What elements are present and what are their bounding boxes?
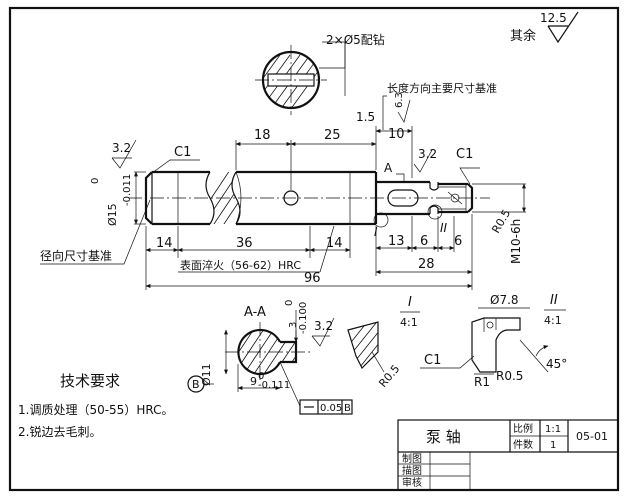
dim-13: 13: [388, 234, 405, 249]
dim-9-tol: -0.111: [258, 380, 290, 391]
rest-roughness-label: 其余: [510, 28, 536, 44]
dim-dia15: Ø15: [106, 203, 119, 226]
scale-value: 1:1: [545, 424, 561, 435]
dim-6-b: 6: [454, 234, 462, 249]
detail-ii-r1: R1: [474, 375, 490, 389]
checked-by-label: 审核: [402, 476, 422, 489]
dim-1-5: 1.5: [356, 110, 375, 124]
ra-3-2-right: 3.2: [418, 147, 437, 161]
dim-14-left: 14: [156, 236, 173, 251]
rest-roughness-value: 12.5: [540, 11, 567, 25]
runout-datum: B: [344, 403, 351, 414]
detail-i-scale: 4:1: [400, 316, 418, 329]
detail-ii-title: II: [550, 293, 558, 308]
detail-i-r05: R0.5: [376, 362, 402, 390]
detail-ii-scale: 4:1: [544, 314, 562, 327]
dim-9: 9: [250, 375, 257, 388]
angle-45: 45°: [546, 357, 567, 371]
qty-value: 1: [550, 440, 556, 451]
section-label: A-A: [244, 305, 266, 320]
dim-28: 28: [418, 257, 435, 272]
part-name: 泵 轴: [426, 428, 461, 446]
drawn-by-label: 制图: [402, 452, 422, 465]
section-a-mark: A: [384, 161, 393, 175]
datum-note: 长度方向主要尺寸基准: [387, 81, 497, 95]
dim-dia11: Ø11: [200, 363, 213, 386]
tech-requirements-heading: 技术要求: [60, 372, 120, 390]
dim-25: 25: [324, 128, 341, 143]
dim-18: 18: [254, 128, 271, 143]
detail-ii-r05: R0.5: [496, 369, 523, 383]
traced-by-label: 描图: [402, 464, 422, 477]
runout-frame: [299, 399, 353, 415]
dim-3-tol: -0.100: [298, 302, 309, 334]
ra-3-2-left: 3.2: [112, 141, 131, 155]
detail-i-title: I: [408, 295, 412, 310]
roughness-symbol: [547, 11, 579, 44]
chamfer-c1-left: C1: [174, 145, 191, 160]
dim-dia7-8: Ø7.8: [490, 293, 519, 307]
shaft-main-view: [128, 170, 490, 228]
title-block: 泵 轴 比例 1:1 件数 1 05-01 制图 描图 审核: [397, 419, 619, 491]
end-view-top: [255, 41, 346, 115]
dim-3: 3: [288, 322, 299, 328]
detail-i-label: I: [374, 225, 378, 239]
detail-i-circle: [373, 212, 389, 228]
dim-10: 10: [388, 127, 405, 142]
drawing-number: 05-01: [576, 430, 608, 443]
detail-ii-view: II 4:1 Ø7.8 C1 R1 R0.5 45°: [420, 293, 567, 389]
dim-dia15-tol: -0.011: [122, 174, 133, 206]
dim-9-tol0: 0: [258, 371, 264, 382]
detail-ii-circle: [427, 204, 443, 220]
chamfer-c1-right: C1: [456, 147, 473, 162]
dim-m10: M10-6h: [509, 219, 523, 264]
dim-36: 36: [236, 236, 253, 251]
dim-dia15-tol0: 0: [90, 178, 101, 184]
datum-b-label: B: [192, 378, 200, 391]
detail-ii-label: II: [440, 221, 448, 235]
tech-requirement-1: 1.调质处理（50-55）HRC。: [18, 403, 173, 417]
detail-i-view: I 4:1 R0.5: [347, 295, 420, 390]
hole-note: 2×Ø5配钻: [326, 32, 385, 47]
section-a-a: 3 -0.100 0 3.2 Ø11 9 -0.111 0 B 0.05 B: [187, 300, 353, 415]
scale-label: 比例: [513, 422, 533, 435]
chamfer-c1-detail: C1: [424, 353, 441, 368]
tech-requirement-2: 2.锐边去毛刺。: [18, 425, 101, 439]
drawing-border: [8, 6, 620, 492]
ra-6-3: 6.3: [394, 92, 405, 108]
qty-label: 件数: [513, 438, 533, 451]
dim-96: 96: [304, 271, 321, 286]
dim-6-a: 6: [420, 234, 428, 249]
runout-value: 0.05: [320, 403, 342, 414]
dim-3-tol0: 0: [284, 300, 295, 306]
radial-datum-note: 径向尺寸基准: [40, 248, 112, 263]
hardening-note: 表面淬火（56-62）HRC: [180, 258, 301, 272]
